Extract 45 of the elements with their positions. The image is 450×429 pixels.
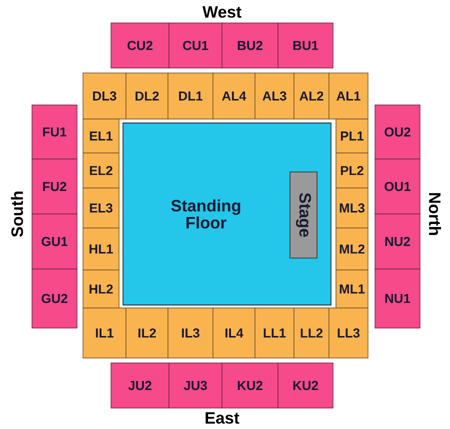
seating-section: IL2 [126,308,168,358]
seating-section: DL2 [126,72,168,120]
seating-section: OU1 [374,158,420,214]
side-label: South [10,192,24,237]
seating-section: IL4 [212,308,256,358]
stage-block: Stage [290,172,318,258]
seating-section: JU2 [110,362,170,408]
seating-section: HL2 [82,270,120,308]
seating-section: PL2 [336,152,368,188]
seating-section: DL1 [168,72,214,120]
side-label: East [206,412,240,424]
seating-section: AL2 [294,72,330,120]
seating-section: DL3 [82,72,126,120]
seating-section: FU1 [32,104,78,160]
seating-section: CU2 [110,22,170,68]
seating-section: AL4 [212,72,256,120]
seating-section: NU1 [374,268,420,328]
seating-section: PL1 [336,118,368,154]
seating-section: ML3 [336,188,368,228]
seating-section: AL3 [254,72,294,120]
seating-section: ML1 [336,270,368,308]
seating-section: BU1 [278,22,334,68]
seating-section: EL1 [82,118,120,154]
side-label: North [428,193,442,235]
seating-section: LL2 [294,308,330,358]
seating-section: AL1 [328,72,368,120]
seating-section: JU3 [168,362,222,408]
seating-section: NU2 [374,214,420,270]
seating-section: KU2 [278,362,334,408]
seating-section: EL3 [82,188,120,228]
seating-section: GU1 [32,214,78,270]
seating-section: HL1 [82,228,120,270]
side-label: West [202,6,242,18]
seating-section: EL2 [82,152,120,188]
seating-section: IL1 [82,308,126,358]
seating-section: BU2 [222,22,278,68]
seating-section: OU2 [374,104,420,160]
seating-section: GU2 [32,268,78,328]
seating-section: IL3 [168,308,214,358]
seating-section: LL1 [254,308,294,358]
seating-section: LL3 [328,308,368,358]
seating-section: FU2 [32,158,78,214]
seating-section: KU2 [222,362,278,408]
seating-section: CU1 [168,22,222,68]
seating-section: ML2 [336,228,368,270]
